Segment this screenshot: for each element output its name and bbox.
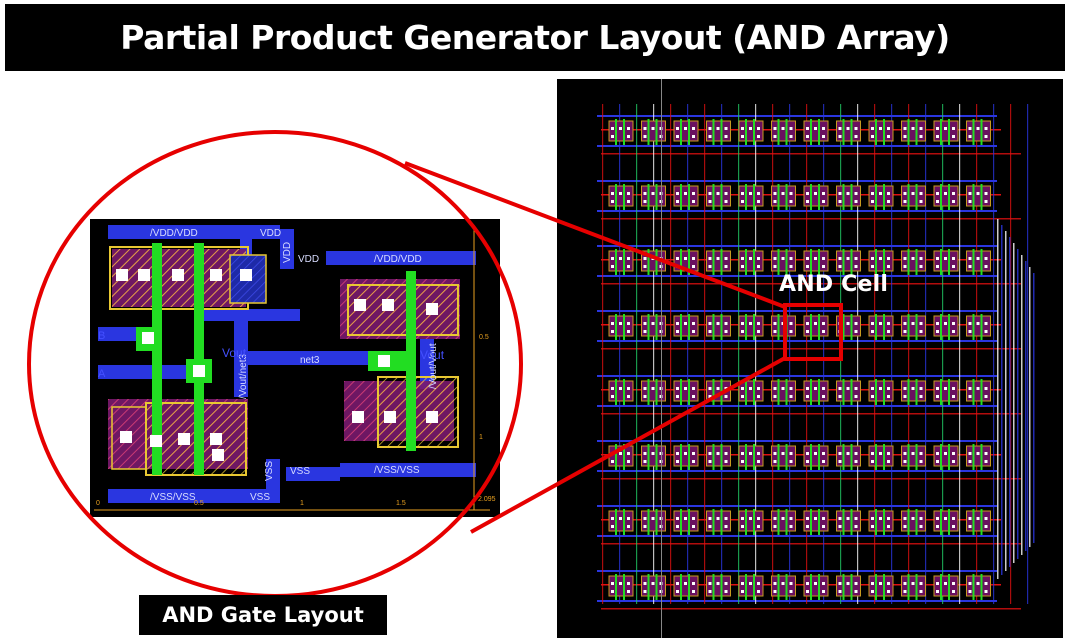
ruler-bottom-1: 0.5 <box>194 500 204 507</box>
label-vout-left: Vout <box>222 346 247 360</box>
label-vss-vss-left: /VSS/VSS <box>150 492 196 503</box>
label-vdd-top-right: VDD <box>260 228 281 239</box>
caption-text: AND Gate Layout <box>162 603 364 627</box>
page-title: Partial Product Generator Layout (AND Ar… <box>120 18 950 57</box>
and-gate-svg: /VDD/VDD VDD VDD VDD /VDD/VDD net3 /Vout… <box>94 225 496 511</box>
and-array-layout <box>557 79 1063 638</box>
label-vss-vss-right: /VSS/VSS <box>374 465 420 476</box>
label-vss-vertical: VSS <box>264 461 275 481</box>
and-array-svg <box>597 79 1035 638</box>
title-bar: Partial Product Generator Layout (AND Ar… <box>5 4 1065 71</box>
label-vdd-vdd-left: /VDD/VDD <box>150 228 198 239</box>
and-cell-label: AND Cell <box>779 272 889 297</box>
label-vout-net3: /Vout/net3 <box>238 354 249 399</box>
label-vdd-mid: VDD <box>298 254 319 265</box>
ruler-bottom-0: 0 <box>96 500 100 507</box>
and-gate-layout: /VDD/VDD VDD VDD VDD /VDD/VDD net3 /Vout… <box>90 219 500 517</box>
ruler-bottom-2: 1 <box>300 500 304 507</box>
ruler-right-1: 1 <box>479 434 483 441</box>
ruler-right-0: 0.5 <box>479 334 489 341</box>
label-vss-bottom: VSS <box>250 492 270 503</box>
label-vdd-vdd-right: /VDD/VDD <box>374 254 422 265</box>
caption-box: AND Gate Layout <box>139 595 387 635</box>
label-vss-mid: VSS <box>290 466 310 477</box>
pin-b-label: B <box>98 330 105 342</box>
ruler-bottom-3: 1.5 <box>396 500 406 507</box>
label-net3: net3 <box>300 355 320 366</box>
label-vout-right: Vout <box>420 348 445 362</box>
pin-a-label: A <box>98 368 106 380</box>
ruler-bottom-4: 2.095 <box>478 496 496 503</box>
label-vdd-vertical: VDD <box>282 242 293 263</box>
